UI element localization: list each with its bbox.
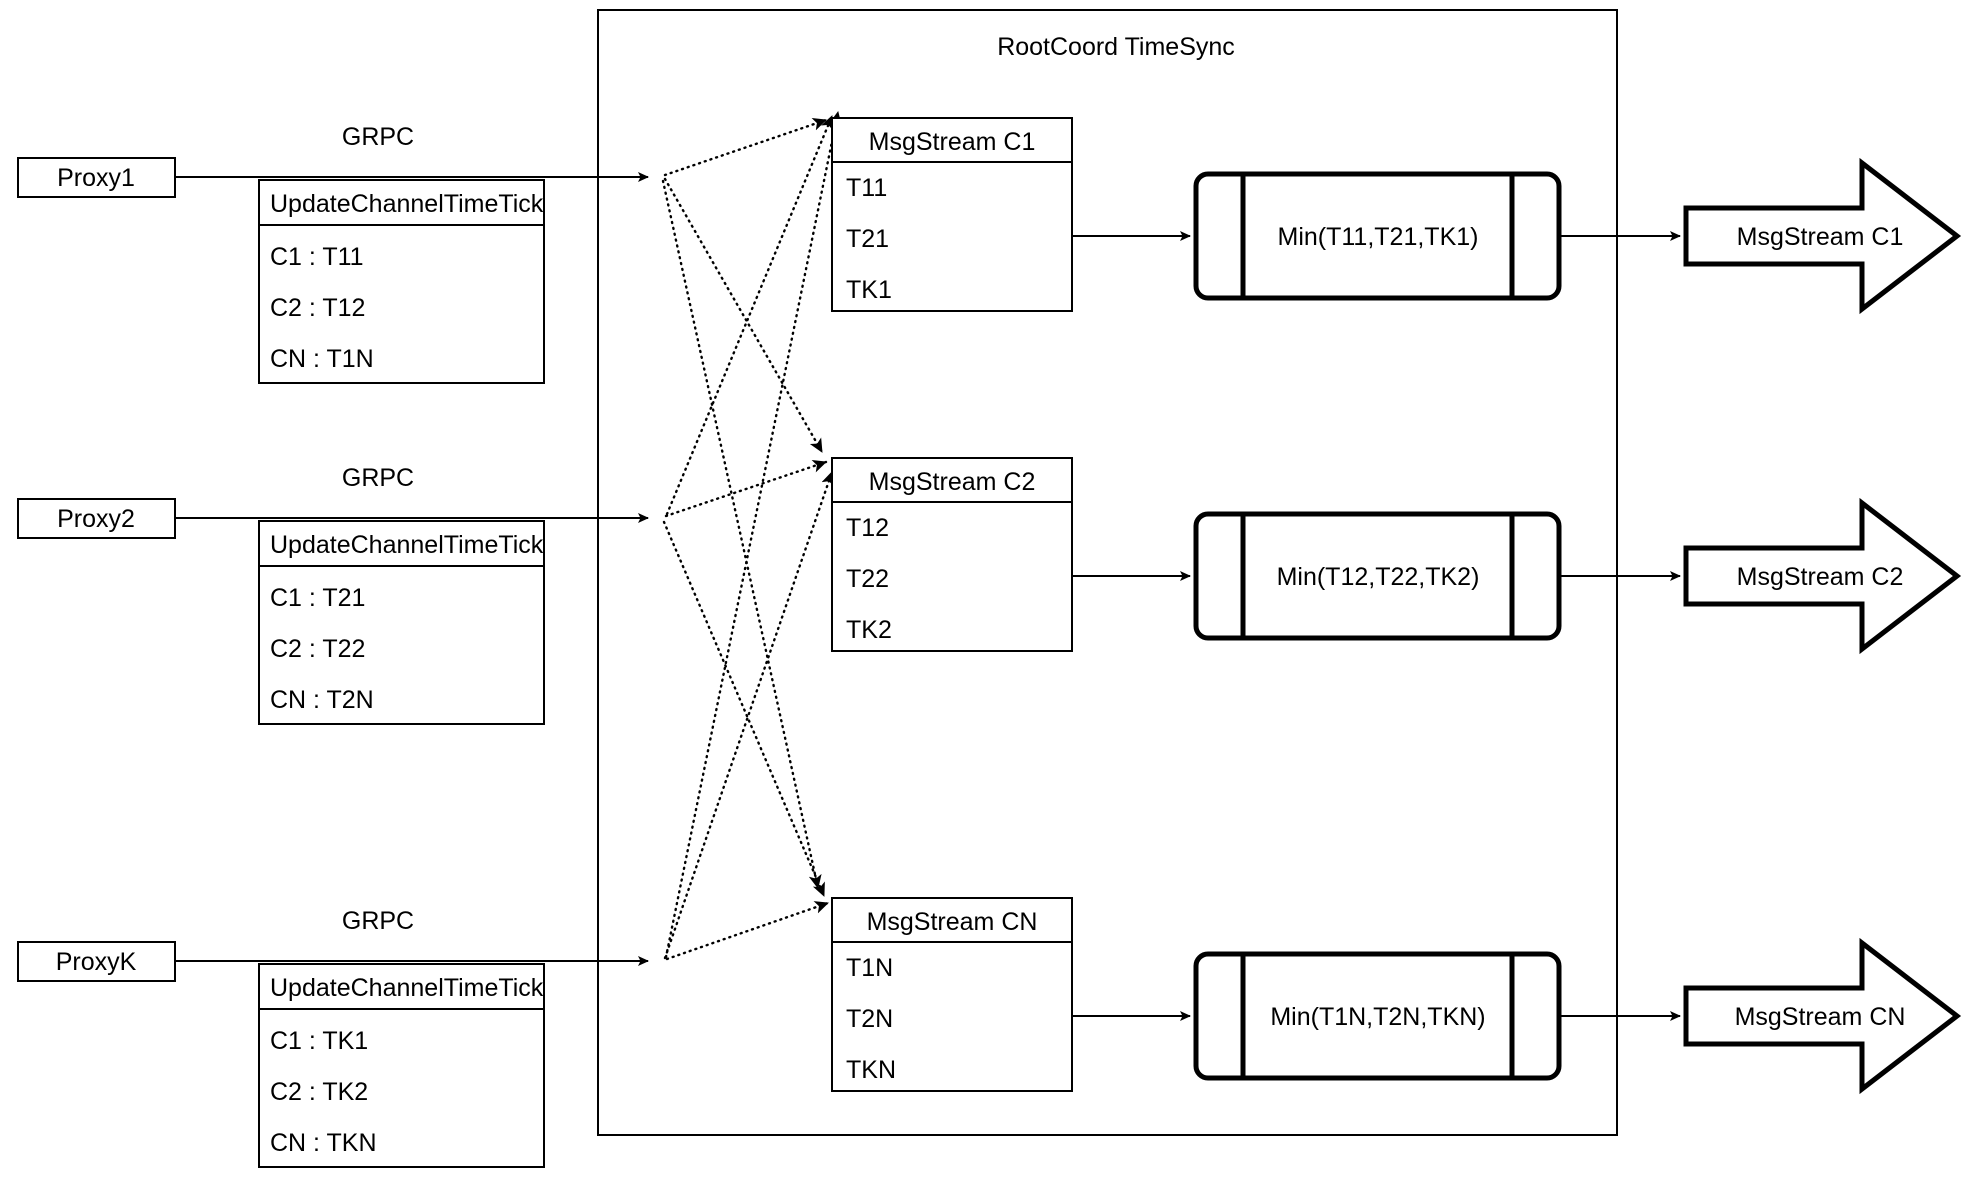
fanout-3-to-c2 xyxy=(663,470,834,960)
fanout-1-to-c2 xyxy=(663,177,824,454)
rootcoord-timesync-title: RootCoord TimeSync xyxy=(997,33,1235,61)
timetick-row-1-2: CN : T1N xyxy=(270,345,374,373)
proxy-label-2: Proxy2 xyxy=(57,505,135,533)
min-process-label-1: Min(T11,T21,TK1) xyxy=(1278,223,1479,251)
proxy-box-1[interactable] xyxy=(17,157,176,198)
msgstream-tick-1-2: TK1 xyxy=(846,276,892,304)
timetick-title-3: UpdateChannelTimeTick xyxy=(270,974,544,1002)
proxy-label-1: Proxy1 xyxy=(57,164,135,192)
msgstream-box-3 xyxy=(831,897,1073,1092)
proxy-box-2[interactable] xyxy=(17,498,176,539)
grpc-label-1: GRPC xyxy=(342,123,414,151)
timetick-row-2-2: CN : T2N xyxy=(270,686,374,714)
proxy-label-3: ProxyK xyxy=(56,948,137,976)
msgstream-tick-1-1: T21 xyxy=(846,225,889,253)
output-arrow-shape-1 xyxy=(1683,157,1962,315)
output-arrow-label-2: MsgStream C2 xyxy=(1737,563,1904,591)
timetick-row-3-2: CN : TKN xyxy=(270,1129,377,1157)
fanout-2-to-cn xyxy=(662,520,826,898)
timetick-row-3-0: C1 : TK1 xyxy=(270,1027,368,1055)
timetick-row-2-0: C1 : T21 xyxy=(270,584,365,612)
msgstream-box-1 xyxy=(831,117,1073,312)
msgstream-tick-3-2: TKN xyxy=(846,1056,896,1084)
msgstream-title-2: MsgStream C2 xyxy=(869,468,1036,496)
timetick-title-1: UpdateChannelTimeTick xyxy=(270,190,544,218)
timetick-box-2 xyxy=(258,520,545,725)
fanout-2-to-c2 xyxy=(664,459,828,518)
msgstream-tick-2-1: T22 xyxy=(846,565,889,593)
fanout-3-to-cn xyxy=(665,901,830,961)
min-process-label-2: Min(T12,T22,TK2) xyxy=(1277,563,1480,591)
fanout-1-to-cn xyxy=(661,179,822,890)
min-process-label-3: Min(T1N,T2N,TKN) xyxy=(1270,1003,1485,1031)
output-arrow-label-3: MsgStream CN xyxy=(1735,1003,1906,1031)
fanout-2-to-c1 xyxy=(665,114,834,516)
msgstream-tick-3-1: T2N xyxy=(846,1005,893,1033)
msgstream-title-1: MsgStream C1 xyxy=(869,128,1036,156)
grpc-label-2: GRPC xyxy=(342,464,414,492)
grpc-label-3: GRPC xyxy=(342,907,414,935)
msgstream-tick-2-2: TK2 xyxy=(846,616,892,644)
timetick-title-2: UpdateChannelTimeTick xyxy=(270,531,544,559)
output-arrow-shape-2 xyxy=(1683,497,1962,655)
timetick-row-1-1: C2 : T12 xyxy=(270,294,365,322)
msgstream-tick-1-0: T11 xyxy=(846,174,887,202)
msgstream-title-3: MsgStream CN xyxy=(867,908,1038,936)
fanout-1-to-c1 xyxy=(663,118,828,177)
output-arrow-shape-3 xyxy=(1683,937,1962,1095)
msgstream-box-2 xyxy=(831,457,1073,652)
timetick-row-3-1: C2 : TK2 xyxy=(270,1078,368,1106)
msgstream-tick-2-0: T12 xyxy=(846,514,889,542)
timetick-box-3 xyxy=(258,963,545,1168)
timetick-row-1-0: C1 : T11 xyxy=(270,243,364,271)
fanout-3-to-c1 xyxy=(664,110,842,959)
timetick-box-1 xyxy=(258,179,545,384)
timetick-row-2-1: C2 : T22 xyxy=(270,635,365,663)
proxy-box-3[interactable] xyxy=(17,941,176,982)
msgstream-tick-3-0: T1N xyxy=(846,954,893,982)
output-arrow-label-1: MsgStream C1 xyxy=(1737,223,1904,251)
